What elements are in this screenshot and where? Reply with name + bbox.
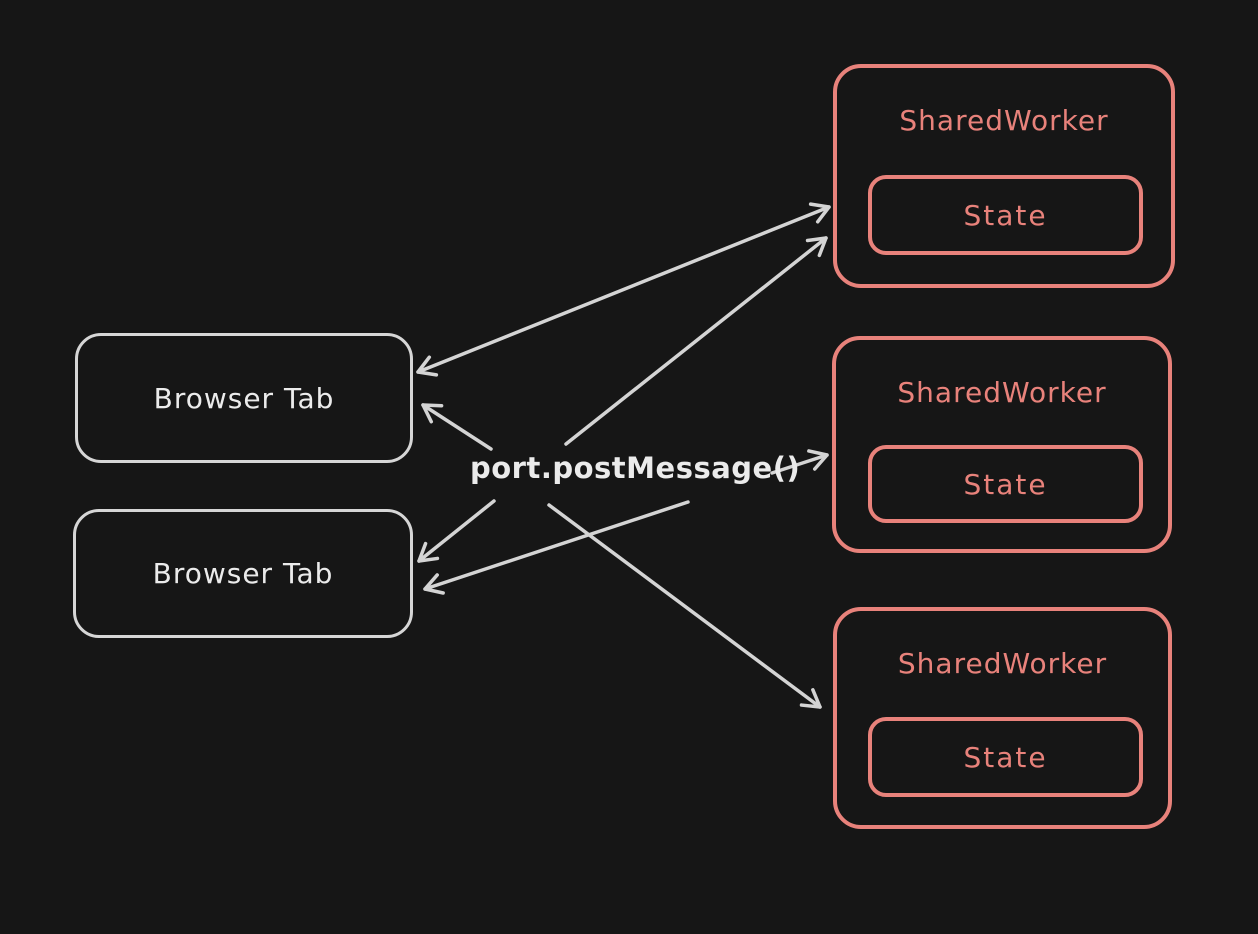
arrow-label-to-tab2-lower [423,500,690,595]
arrow-label-to-worker3 [547,503,822,709]
browser-tab-2-label: Browser Tab [152,557,334,590]
shared-worker-3-title: SharedWorker [897,647,1108,680]
arrow-label-to-tab1 [421,403,493,451]
arrow-label-to-worker1 [564,236,828,446]
state-box-3-label: State [963,740,1048,774]
browser-tab-2-box: Browser Tab [73,509,413,638]
arrow-tab1-worker1-two-way [416,202,831,377]
shared-worker-3-box: SharedWorker State [833,607,1172,829]
shared-worker-1-box: SharedWorker State [833,64,1175,288]
state-box-3: State [868,717,1143,797]
state-box-1-label: State [963,198,1048,232]
state-box-1: State [868,175,1143,255]
state-box-2: State [868,445,1143,523]
browser-tab-1-label: Browser Tab [153,381,335,415]
shared-worker-2-box: SharedWorker State [832,336,1172,553]
state-box-2-label: State [963,467,1048,501]
shared-worker-1-title: SharedWorker [899,104,1109,137]
arrow-label-to-tab2-upper [417,499,496,563]
browser-tab-1-box: Browser Tab [75,333,413,463]
post-message-label: port.postMessage() [470,451,801,485]
shared-worker-2-title: SharedWorker [897,376,1107,409]
